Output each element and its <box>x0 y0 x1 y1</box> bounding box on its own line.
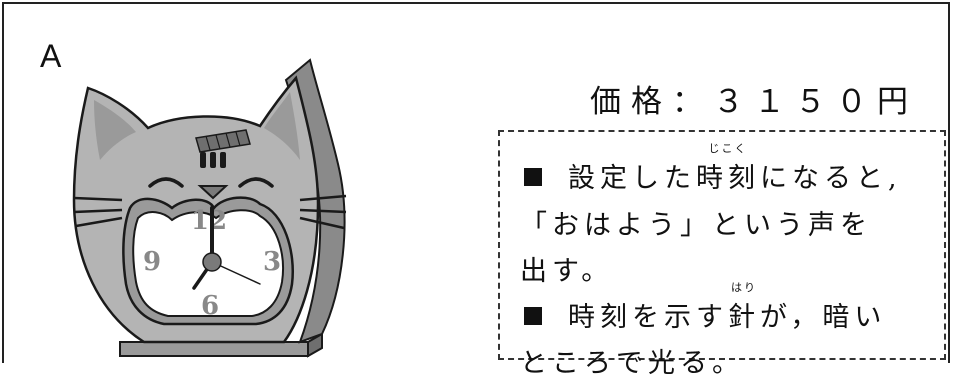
description-line-5: ところで光る。 <box>520 348 744 379</box>
dial-numeral-9: 9 <box>143 247 161 277</box>
description-line-4: 時刻を示すはり針が，暗い <box>520 281 886 334</box>
description-line-1: 設定したじこく時刻になると, <box>520 142 902 195</box>
description-box: 設定したじこく時刻になると, 「おはよう」という声を 出す。 時刻を示すはり針が… <box>498 130 946 379</box>
dial-numeral-12: 12 <box>191 206 227 236</box>
dial-numeral-3: 3 <box>263 247 281 277</box>
card-label: A <box>40 38 63 74</box>
dial-numeral-6: 6 <box>201 291 219 321</box>
bullet-square-icon <box>524 168 542 186</box>
description-line-2: 「おはよう」という声を <box>520 210 872 241</box>
description-line-3: 出す。 <box>520 256 614 287</box>
price-label: 価格：３１５０円 <box>590 84 918 120</box>
ruby-term-jikoku: じこく時刻 <box>696 142 760 194</box>
ruby-term-hari: はり針 <box>728 281 760 333</box>
bullet-square-icon <box>524 307 542 325</box>
cat-clock-illustration: 12 3 6 9 <box>72 58 347 358</box>
